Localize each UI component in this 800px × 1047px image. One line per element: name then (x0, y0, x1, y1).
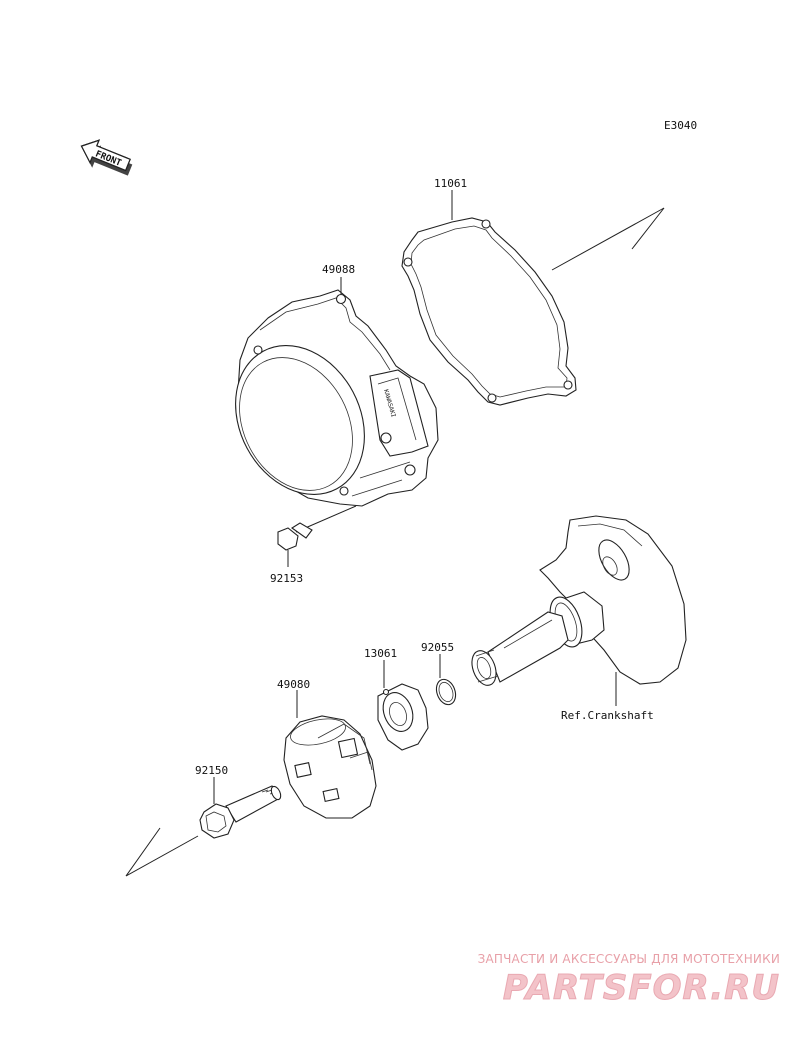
ring-92055-callout: 92055 (421, 641, 454, 654)
bolt-92150-callout: 92150 (195, 764, 228, 777)
axis-arrow-upper (551, 207, 665, 271)
rotor-49080-callout: 49080 (277, 678, 310, 691)
diagram-code: E3040 (664, 119, 697, 132)
cover-part: KAWASAKI (235, 289, 439, 507)
watermark-logo: PARTSFOR.RU (502, 968, 780, 1009)
watermark-tagline: ЗАПЧАСТИ И АКСЕССУАРЫ ДЛЯ МОТОТЕХНИКИ (477, 952, 780, 966)
guide-13061-part (377, 683, 429, 751)
axis-arrow-lower (125, 827, 199, 877)
bolt-92153-callout: 92153 (270, 572, 303, 585)
gasket-callout: 11061 (434, 177, 467, 190)
front-arrow-icon: FRONT (80, 139, 133, 176)
crankshaft-ref-callout: Ref.Crankshaft (561, 709, 654, 722)
gasket-part (401, 217, 577, 406)
guide-13061-callout: 13061 (364, 647, 397, 660)
crankshaft-part (471, 515, 687, 686)
bolt-92153-part (277, 505, 357, 551)
ring-92055-part (435, 678, 457, 706)
bolt-92150-part (199, 785, 282, 839)
rotor-49080-part (283, 715, 377, 819)
cover-callout: 49088 (322, 263, 355, 276)
